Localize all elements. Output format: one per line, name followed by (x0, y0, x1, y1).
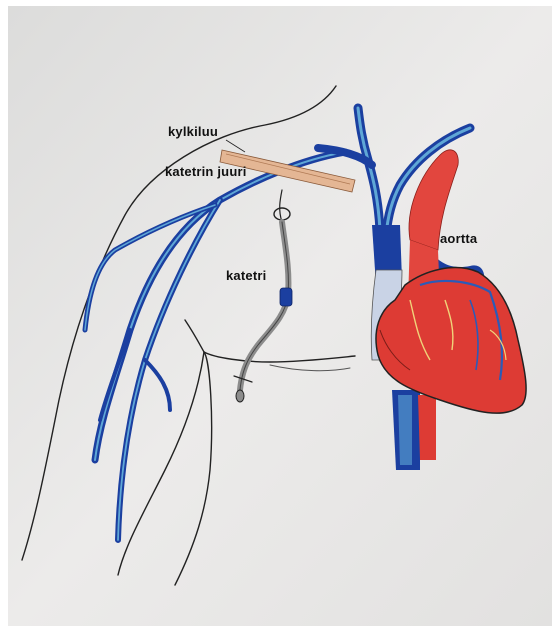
label-katetrin-juuri: katetrin juuri (165, 164, 247, 179)
label-katetri: katetri (226, 268, 266, 283)
label-kylkiluu: kylkiluu (168, 124, 218, 139)
label-aortta: aortta (440, 231, 477, 246)
